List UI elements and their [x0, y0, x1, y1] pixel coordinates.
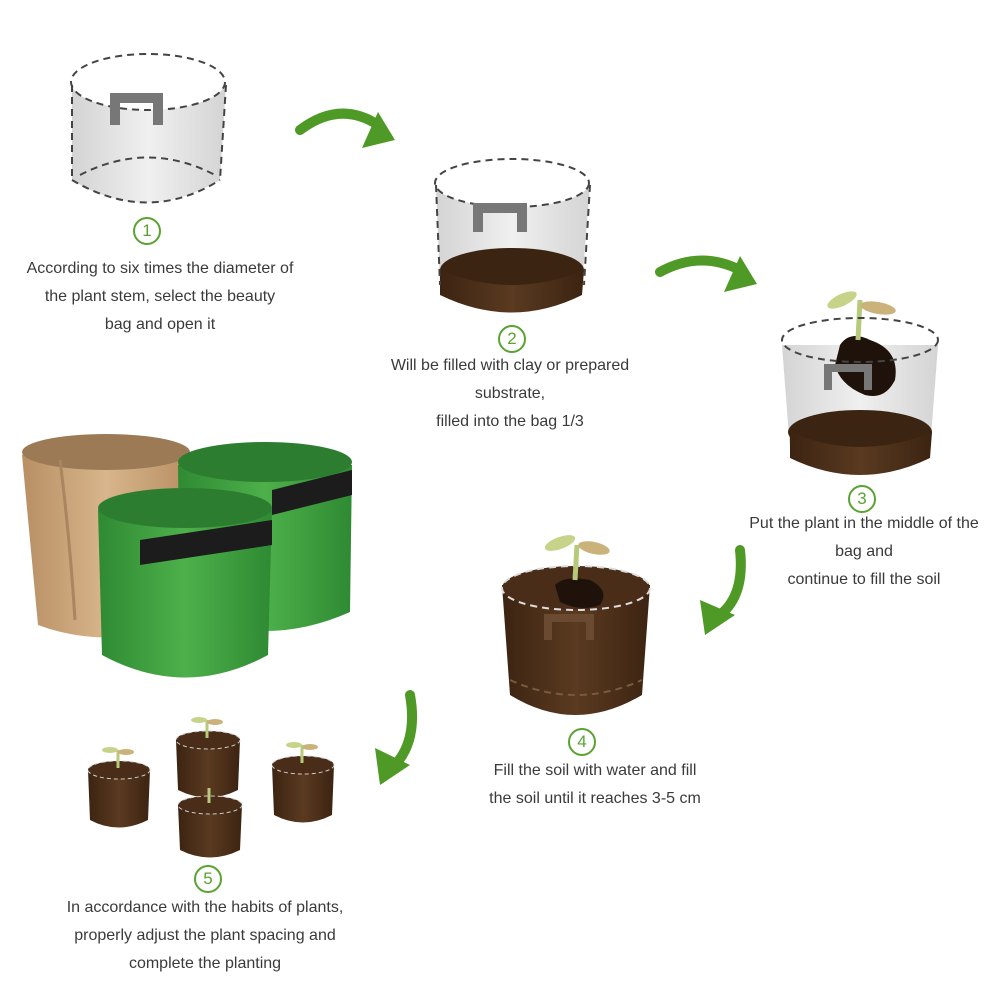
- arrow-step1-to-step2: [295, 108, 395, 148]
- filled-bag-with-plant: [501, 535, 651, 715]
- step-1-number: 1: [133, 217, 161, 245]
- small-bag-3: [271, 742, 335, 823]
- arrow-step3-to-step4: [700, 545, 746, 635]
- small-bag-2: [175, 717, 241, 798]
- step-1-caption: According to six times the diameter of t…: [26, 260, 294, 333]
- bag-with-plant: [781, 291, 939, 475]
- step-4-number: 4: [568, 728, 596, 756]
- small-bag-1: [87, 747, 151, 828]
- step-5-number: 5: [194, 865, 222, 893]
- empty-grow-bag: [70, 53, 227, 204]
- step-2-number: 2: [498, 325, 526, 353]
- arrow-step4-to-step5: [375, 690, 418, 785]
- bag-with-soil: [434, 158, 591, 313]
- small-bag-4: [177, 788, 243, 858]
- arrow-step2-to-step3: [655, 255, 757, 292]
- step-3-caption: Put the plant in the middle of the bag a…: [749, 515, 979, 588]
- step-3-number: 3: [848, 485, 876, 513]
- step-5-caption: In accordance with the habits of plants,…: [66, 899, 344, 972]
- grow-bags-photo: [22, 434, 352, 678]
- step-4-caption: Fill the soil with water and fill the so…: [489, 762, 701, 807]
- step-2-caption: Will be filled with clay or prepared sub…: [390, 357, 630, 430]
- spaced-bags-group: [87, 717, 335, 858]
